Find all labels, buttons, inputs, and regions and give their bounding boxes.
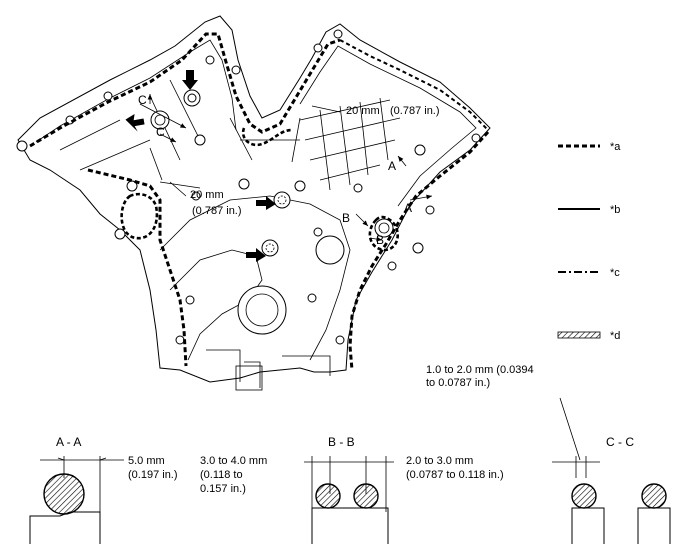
c-section-dim-line1: 1.0 to 2.0 mm (0.0394 <box>426 364 534 376</box>
section-bb-right-dim1: 2.0 to 3.0 mm <box>406 455 473 467</box>
view-marker-c-upper: C <box>138 93 147 107</box>
legend-label-a: *a <box>610 141 621 153</box>
seal-packing-bead <box>29 32 341 148</box>
view-marker-c-lower: C <box>156 125 165 139</box>
section-bb-title: B - B <box>328 435 355 449</box>
c-section-dim-line2: to 0.0787 in.) <box>426 377 490 389</box>
view-marker-b-lower: B <box>376 233 384 247</box>
bolt-holes <box>16 29 481 345</box>
view-marker-a-upper: A <box>388 159 396 173</box>
view-marker-a-lower: A <box>404 201 412 215</box>
section-aa-title: A - A <box>56 435 81 449</box>
legend-label-d: *d <box>610 330 620 342</box>
timing-chain-cover <box>16 15 491 391</box>
legend-label-b: *b <box>610 204 620 216</box>
dim-callout-left-middle: 20 mm (0.787 in.) <box>149 147 242 217</box>
section-bb-left-dim3: 0.157 in.) <box>200 483 246 495</box>
section-aa-dim2: (0.197 in.) <box>128 469 178 481</box>
svg-text:(0.787 in.): (0.787 in.) <box>192 205 242 217</box>
section-bb-left-dim2: (0.118 to <box>200 469 243 481</box>
svg-text:20 mm: 20 mm <box>190 189 224 201</box>
legend-label-c: *c <box>610 267 620 279</box>
legend-swatch-hatched <box>557 331 601 339</box>
section-aa-dim1: 5.0 mm <box>128 455 165 467</box>
dim-callout-upper-right: 20 mm (0.787 in.) <box>229 105 440 163</box>
section-bb-left-dim1: 3.0 to 4.0 mm <box>200 455 267 467</box>
svg-text:20 mm: 20 mm <box>346 105 380 117</box>
section-bb: B - B 3.0 to 4.0 mm (0.118 to 0.157 in.)… <box>200 435 504 544</box>
section-aa: A - A 5.0 mm (0.197 in.) <box>29 435 178 544</box>
section-cc: C - C <box>552 435 671 544</box>
section-lines <box>139 94 433 242</box>
section-bb-right-dim2: (0.0787 to 0.118 in.) <box>406 469 504 481</box>
svg-text:(0.787 in.): (0.787 in.) <box>390 105 440 117</box>
seal-location-arrows <box>125 70 276 262</box>
view-marker-b-left: B <box>342 211 350 225</box>
section-cc-title: C - C <box>606 435 634 449</box>
legend: *a *b *c *d <box>557 141 621 342</box>
